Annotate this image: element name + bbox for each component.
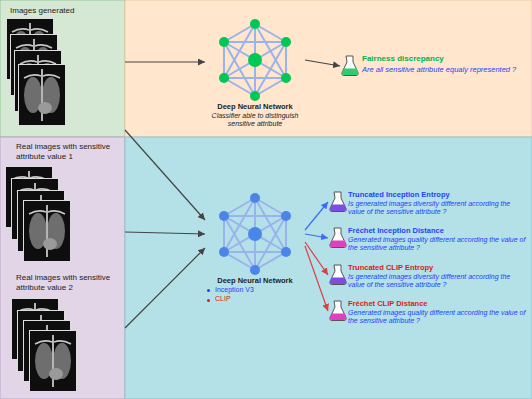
metric-node: Fréchet Inception DistanceGenerated imag… — [328, 226, 528, 253]
image-panel: Real images with sensitive attribute val… — [0, 137, 125, 268]
arrow-connector — [125, 61, 205, 62]
fairness-region — [125, 0, 532, 137]
flask-liquid — [342, 69, 359, 76]
arrow-connector — [125, 130, 205, 220]
node-text: CLIP — [205, 295, 305, 303]
flask-icon — [330, 192, 347, 212]
arrow-connector — [125, 232, 205, 234]
flask-icon — [330, 228, 347, 248]
metric-node: Truncated CLIP EntropyIs generated image… — [328, 263, 528, 290]
flask-outline — [330, 192, 347, 212]
network-links — [224, 198, 286, 270]
xray-stack — [12, 299, 77, 392]
flask-liquid — [330, 278, 347, 285]
node-title: Images generated — [10, 6, 119, 16]
arrow-connector — [305, 242, 328, 275]
node-title: Deep Neural Network — [205, 276, 305, 285]
arrow-connector — [305, 246, 328, 311]
network-graphic — [219, 19, 291, 101]
node-title: Fréchet Inception Distance — [348, 226, 528, 235]
node-text: Generated images quality different accor… — [348, 309, 528, 326]
real-panel-ground — [0, 137, 125, 399]
node-text: Are all sensitive attribute equaly repre… — [362, 65, 528, 74]
node-title: Real images with sensitive attribute val… — [16, 142, 119, 161]
arrow-connector — [305, 234, 328, 238]
arrow-connector — [305, 60, 340, 66]
image-panel: Real images with sensitive attribute val… — [0, 268, 125, 399]
metric-region — [125, 137, 532, 399]
network-neurons — [219, 193, 291, 275]
node-title: Deep Neural Network — [205, 102, 305, 111]
flask-liquid — [330, 205, 347, 212]
flask-liquid — [330, 314, 347, 321]
flask-outline — [330, 228, 347, 248]
flask-icon — [342, 56, 359, 76]
node-title: Fréchet CLIP Distance — [348, 299, 528, 308]
flask-outline — [342, 56, 359, 76]
flask-icon — [330, 265, 347, 285]
metric-node: Fairness discrepancyAre all sensitive at… — [340, 54, 528, 74]
network-neurons — [219, 19, 291, 101]
network-links — [224, 24, 286, 96]
generated-panel-ground — [0, 0, 125, 137]
xray-image — [24, 201, 71, 262]
network-node: Deep Neural NetworkClassifier able to di… — [205, 18, 305, 129]
arrow-connector — [305, 202, 328, 230]
xray-stack — [6, 167, 71, 262]
arrow-connector — [125, 248, 205, 328]
network-graphic — [219, 193, 291, 275]
node-text: Is generated images diversity different … — [348, 200, 528, 217]
node-title: Fairness discrepancy — [362, 54, 528, 64]
node-title: Real images with sensitive attribute val… — [16, 273, 119, 292]
network-node: Deep Neural NetworkInception V3CLIP — [205, 192, 305, 304]
flask-icon — [330, 301, 347, 321]
image-panel: Images generated — [0, 0, 125, 137]
metric-node: Fréchet CLIP DistanceGenerated images qu… — [328, 299, 528, 326]
node-text: Inception V3 — [205, 286, 305, 294]
node-text: Is generated images diversity different … — [348, 273, 528, 290]
xray-stack — [7, 19, 66, 126]
node-title: Truncated Inception Entropy — [348, 190, 528, 199]
flask-outline — [330, 301, 347, 321]
node-title: Truncated CLIP Entropy — [348, 263, 528, 272]
flask-liquid — [330, 241, 347, 248]
node-text: Generated images quality different accor… — [348, 236, 528, 253]
node-text: Classifier able to distinguish sensitive… — [205, 112, 305, 129]
xray-image — [19, 65, 66, 126]
flask-outline — [330, 265, 347, 285]
xray-image — [30, 331, 77, 392]
metric-node: Truncated Inception EntropyIs generated … — [328, 190, 528, 217]
